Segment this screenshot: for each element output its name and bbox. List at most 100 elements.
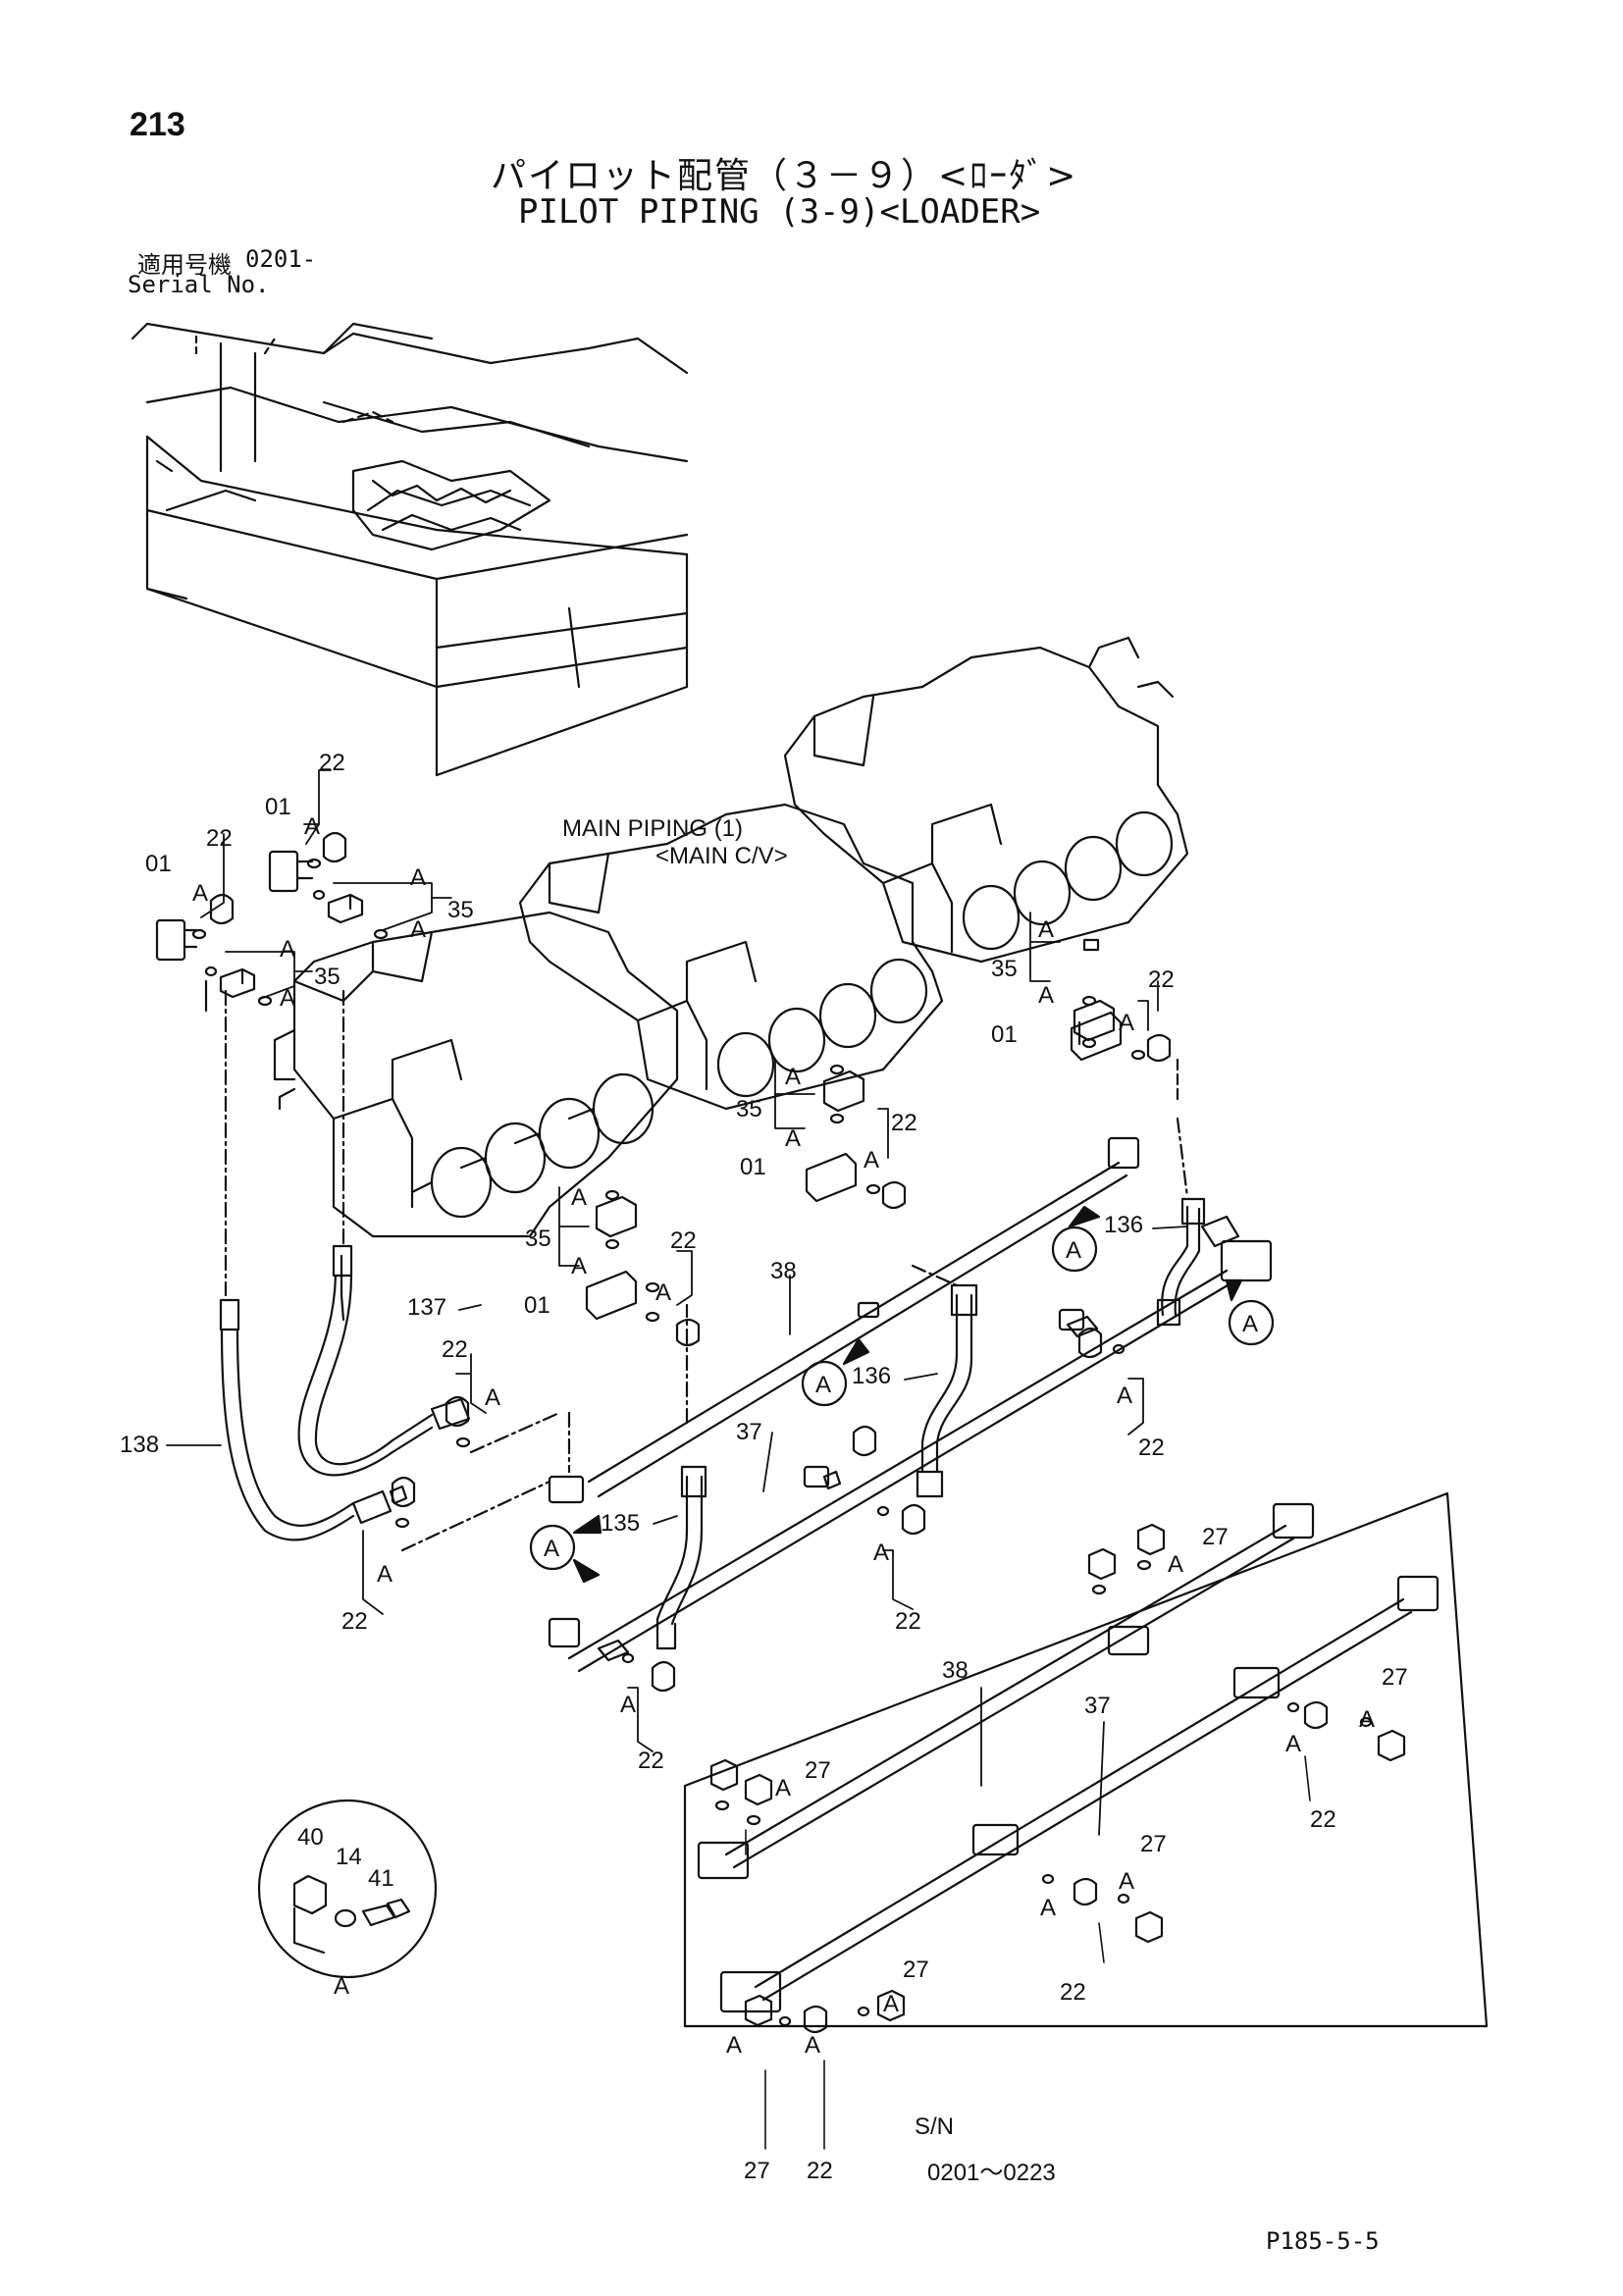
label-37: 37 [736,1419,762,1445]
valve-2-spools [716,958,928,1098]
label-a: A [1038,982,1054,1009]
label-41: 41 [368,1865,394,1892]
label-sn-range: 0201～0223 [927,2160,1056,2186]
label-detail-a: A [334,1973,349,2000]
serial-value: 0201- [245,245,317,273]
label-38: 38 [770,1258,797,1284]
label-main-piping: MAIN PIPING (1) [562,815,743,842]
label-a: A [1040,1895,1056,1921]
label-a: A [280,985,295,1012]
page-code: P185-5-5 [1266,2227,1380,2255]
hoses [219,1244,471,1541]
valve-fittings [585,938,1179,1347]
label-a: A [785,1064,801,1090]
pipe-assemblies [224,989,1273,1693]
label-22: 22 [1148,966,1175,993]
label-a: A [280,936,295,963]
label-22: 22 [1310,1806,1336,1833]
label-a: A [805,2032,820,2059]
label-22: 22 [206,825,233,852]
marker-a-2-label: A [1242,1311,1258,1337]
marker-a-3-label: A [815,1372,831,1398]
machine-body [131,322,689,777]
section-a-markers [529,1205,1275,1584]
label-a: A [571,1184,587,1211]
label-22: 22 [442,1336,468,1363]
label-main-cv: <MAIN C/V> [655,843,788,869]
label-40: 40 [297,1824,324,1851]
label-a: A [304,813,320,840]
serial-label-english: Serial No. [128,271,270,298]
label-a: A [1119,1868,1134,1895]
label-01: 01 [991,1021,1018,1048]
label-137: 137 [407,1294,446,1321]
label-a: A [1168,1551,1183,1578]
label-a: A [864,1147,879,1174]
top-left-fittings [155,831,389,1013]
label-35: 35 [525,1226,551,1252]
label-leaders [166,1226,1188,1836]
label-a: A [192,880,208,907]
valve-3-spools [962,810,1174,951]
label-135: 135 [601,1510,640,1537]
marker-a-4 [529,1524,576,1571]
label-27: 27 [744,2158,770,2184]
label-136: 136 [1104,1212,1143,1238]
label-01: 01 [524,1292,550,1319]
label-38: 38 [942,1657,969,1684]
label-14: 14 [336,1844,362,1870]
label-22: 22 [319,750,345,776]
label-a: A [1285,1731,1301,1757]
label-27: 27 [805,1757,831,1784]
label-22: 22 [638,1748,664,1774]
label-a: A [1359,1706,1375,1733]
label-a: A [377,1561,393,1588]
label-27: 27 [903,1957,929,1983]
label-a: A [410,864,426,891]
label-37: 37 [1084,1693,1111,1719]
label-a: A [620,1692,636,1718]
label-22: 22 [895,1608,921,1635]
detail-a [257,1799,438,1979]
inset-box [683,1491,1489,2150]
label-22: 22 [891,1110,917,1136]
page-number: 213 [130,106,185,143]
serial-label-japanese: 適用号機 [137,251,232,279]
label-35: 35 [314,964,340,990]
label-a: A [410,916,426,943]
valve-1-spools [410,1072,654,1219]
label-22: 22 [341,1608,368,1635]
title-english: PILOT PIPING (3-9)<LOADER> [518,192,1041,232]
label-136: 136 [852,1363,891,1389]
marker-a-3 [801,1360,848,1407]
label-35: 35 [447,897,474,923]
marker-a-1-label: A [1066,1237,1081,1264]
label-27: 27 [1140,1831,1167,1857]
label-22: 22 [670,1227,697,1254]
marker-a-1 [1051,1226,1098,1273]
label-27: 27 [1382,1664,1408,1691]
label-35: 35 [991,956,1018,982]
label-a: A [775,1775,791,1801]
label-a: A [1117,1383,1132,1409]
part-labels: 22 01 22 01 A A A A 35 A A 35 MAIN PIPIN… [120,750,1408,2186]
title-japanese: パイロット配管（３－９）<ﾛｰﾀﾞ> [491,156,1078,196]
label-a: A [655,1279,671,1306]
marker-a-2 [1228,1299,1275,1346]
label-a: A [883,1991,899,2017]
label-22: 22 [807,2158,833,2184]
label-01: 01 [265,794,291,820]
marker-a-4-label: A [544,1536,559,1562]
label-a: A [1038,916,1054,943]
label-sn: S/N [915,2113,954,2140]
label-a: A [1119,1010,1134,1036]
label-a: A [785,1125,801,1152]
label-01: 01 [740,1154,766,1180]
label-a: A [726,2032,742,2059]
leader-lines [200,769,1159,1752]
label-22: 22 [1060,1979,1086,2006]
label-a: A [485,1384,500,1411]
label-a: A [873,1539,889,1566]
label-27: 27 [1202,1524,1229,1550]
